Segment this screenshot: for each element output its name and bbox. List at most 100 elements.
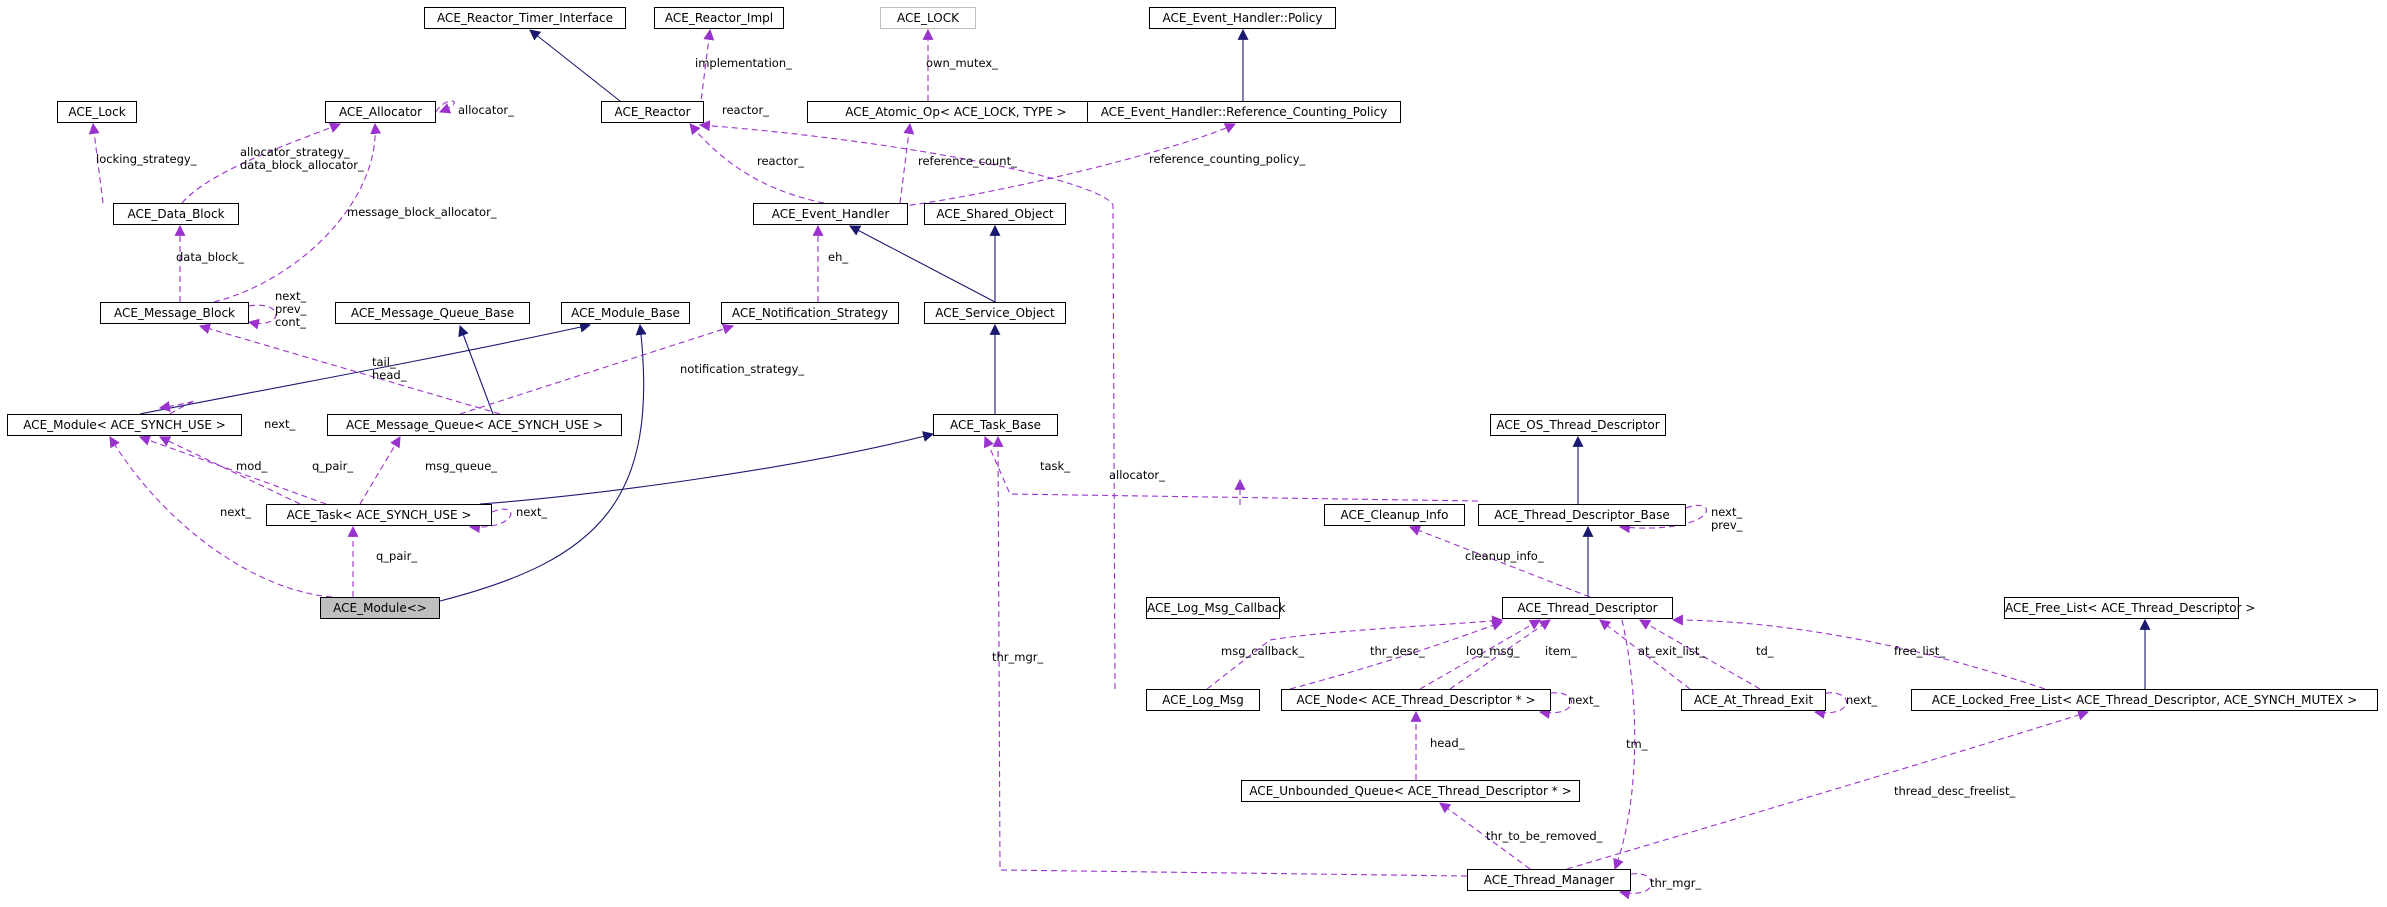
class-node-td[interactable]: ACE_Thread_Descriptor: [1502, 597, 1673, 619]
usage-edge-14: [435, 100, 455, 114]
inheritance-edge-5: [139, 321, 592, 415]
class-node-cleanup[interactable]: ACE_Cleanup_Info: [1324, 504, 1465, 526]
class-node-lfl[interactable]: ACE_Locked_Free_List< ACE_Thread_Descrip…: [1911, 689, 2378, 711]
class-node-rti[interactable]: ACE_Reactor_Timer_Interface: [424, 7, 626, 29]
class-node-modbase[interactable]: ACE_Module_Base: [561, 302, 690, 324]
edge-label-32: msg_callback_: [1221, 644, 1305, 658]
class-node-notif[interactable]: ACE_Notification_Strategy: [721, 302, 899, 324]
usage-edge-12: [699, 28, 715, 110]
edge-label-9: message_block_allocator_: [347, 205, 497, 219]
class-node-datablock[interactable]: ACE_Data_Block: [113, 203, 239, 225]
usage-edge-21: [213, 122, 382, 303]
usage-edge-49: [1439, 802, 1531, 870]
class-node-alloc[interactable]: ACE_Allocator: [325, 101, 436, 123]
class-node-mqb[interactable]: ACE_Message_Queue_Base: [335, 302, 530, 324]
usage-edge-30: [359, 436, 401, 505]
class-node-rcp[interactable]: ACE_Event_Handler::Reference_Counting_Po…: [1087, 101, 1401, 123]
edge-label-36: tm_: [1626, 737, 1648, 751]
class-node-ate[interactable]: ACE_At_Thread_Exit: [1681, 689, 1826, 711]
class-node-svcobj[interactable]: ACE_Service_Object: [924, 302, 1066, 324]
usage-edge-29: [159, 436, 301, 505]
usage-edge-41: [1599, 619, 1691, 690]
usage-edge-38: [1206, 615, 1504, 690]
edge-label-5: allocator_strategy_ data_block_allocator…: [240, 145, 364, 172]
class-node-lock[interactable]: ACE_Lock: [57, 101, 137, 123]
class-node-taskbase[interactable]: ACE_Task_Base: [933, 414, 1058, 436]
usage-edge-34: [109, 436, 333, 598]
usage-edge-50: [1618, 873, 1653, 900]
edge-label-29: at_exit_list_: [1638, 644, 1706, 658]
usage-edge-26: [459, 323, 735, 415]
edge-label-4: locking_strategy_: [96, 152, 197, 166]
edge-label-14: notification_strategy_: [680, 362, 805, 376]
edge-label-8: reference_counting_policy_: [1149, 152, 1306, 166]
edge-label-26: thr_desc_: [1370, 644, 1425, 658]
class-node-shobj[interactable]: ACE_Shared_Object: [924, 203, 1066, 225]
edge-label-0: implementation_: [695, 56, 792, 70]
edge-label-40: thr_mgr_: [1650, 876, 1702, 890]
class-node-msgblk[interactable]: ACE_Message_Block: [100, 302, 249, 324]
usage-edge-36: [1408, 525, 1591, 598]
class-node-logmsg[interactable]: ACE_Log_Msg: [1146, 689, 1260, 711]
usage-edge-18: [689, 123, 825, 204]
usage-edge-20: [869, 123, 1236, 211]
edge-label-27: log_msg_: [1466, 644, 1520, 658]
edge-label-33: thr_mgr_: [992, 650, 1044, 664]
inheritance-edge-2: [849, 225, 996, 303]
edge-label-10: data_block_: [176, 250, 244, 264]
usage-edge-44: [1538, 692, 1572, 719]
usage-edge-25: [198, 323, 501, 415]
edge-label-18: msg_queue_: [425, 459, 498, 473]
usage-edge-37: [1289, 620, 1504, 690]
usage-edge-16: [88, 122, 104, 204]
inheritance-edge-0: [529, 29, 621, 102]
inheritance-edge-11: [458, 324, 494, 415]
class-node-mq-s[interactable]: ACE_Message_Queue< ACE_SYNCH_USE >: [327, 414, 622, 436]
edge-label-37: head_: [1430, 736, 1465, 750]
edge-label-23: next_: [220, 505, 252, 519]
class-node-logcb[interactable]: ACE_Log_Msg_Callback: [1146, 597, 1286, 619]
edge-label-31: free_list_: [1894, 644, 1946, 658]
inheritance-edge-7: [439, 323, 647, 602]
edge-label-3: reactor_: [722, 103, 769, 117]
edge-label-16: mod_: [236, 459, 268, 473]
usage-edge-51: [992, 435, 1468, 877]
class-node-reactor[interactable]: ACE_Reactor: [601, 101, 704, 123]
class-node-task-s[interactable]: ACE_Task< ACE_SYNCH_USE >: [266, 504, 492, 526]
class-node-module-s[interactable]: ACE_Module< ACE_SYNCH_USE >: [7, 414, 242, 436]
class-node-ubq[interactable]: ACE_Unbounded_Queue< ACE_Thread_Descript…: [1241, 780, 1580, 802]
edge-label-21: next_ prev_: [1711, 505, 1743, 532]
edge-label-19: task_: [1040, 459, 1070, 473]
edge-group: [88, 28, 2151, 900]
class-node-atomic[interactable]: ACE_Atomic_Op< ACE_LOCK, TYPE >: [807, 101, 1105, 123]
class-node-freelist[interactable]: ACE_Free_List< ACE_Thread_Descriptor >: [2004, 597, 2255, 619]
usage-edge-27: [158, 400, 196, 415]
class-node-module-e[interactable]: ACE_Module<>: [320, 597, 440, 619]
class-node-policy[interactable]: ACE_Event_Handler::Policy: [1149, 7, 1336, 29]
edge-label-24: q_pair_: [376, 549, 418, 563]
usage-edge-33: [468, 508, 512, 534]
class-node-tdb[interactable]: ACE_Thread_Descriptor_Base: [1478, 504, 1686, 526]
usage-edge-43: [1671, 614, 2046, 690]
class-node-ostd[interactable]: ACE_OS_Thread_Descriptor: [1490, 414, 1666, 436]
class-node-node-td[interactable]: ACE_Node< ACE_Thread_Descriptor * >: [1281, 689, 1551, 711]
class-node-lock-tpl[interactable]: ACE_LOCK: [880, 7, 976, 29]
edge-label-2: allocator_: [458, 103, 514, 117]
edge-label-20: allocator_: [1109, 468, 1165, 482]
usage-edge-15: [698, 120, 1116, 690]
edge-label-7: reference_count_: [918, 154, 1017, 168]
usage-edge-32: [1618, 504, 1707, 534]
edge-label-39: thr_to_be_removed_: [1486, 829, 1603, 843]
edge-label-28: item_: [1545, 644, 1577, 658]
usage-edge-39: [1419, 619, 1541, 690]
class-node-evh[interactable]: ACE_Event_Handler: [753, 203, 908, 225]
class-node-rimpl[interactable]: ACE_Reactor_Impl: [654, 7, 784, 29]
edge-label-12: next_ prev_ cont_: [275, 289, 307, 329]
edge-label-22: next_: [516, 505, 548, 519]
edge-label-34: next_: [1568, 693, 1600, 707]
class-node-tm[interactable]: ACE_Thread_Manager: [1467, 869, 1631, 891]
edge-label-13: tail_ head_: [372, 355, 407, 382]
